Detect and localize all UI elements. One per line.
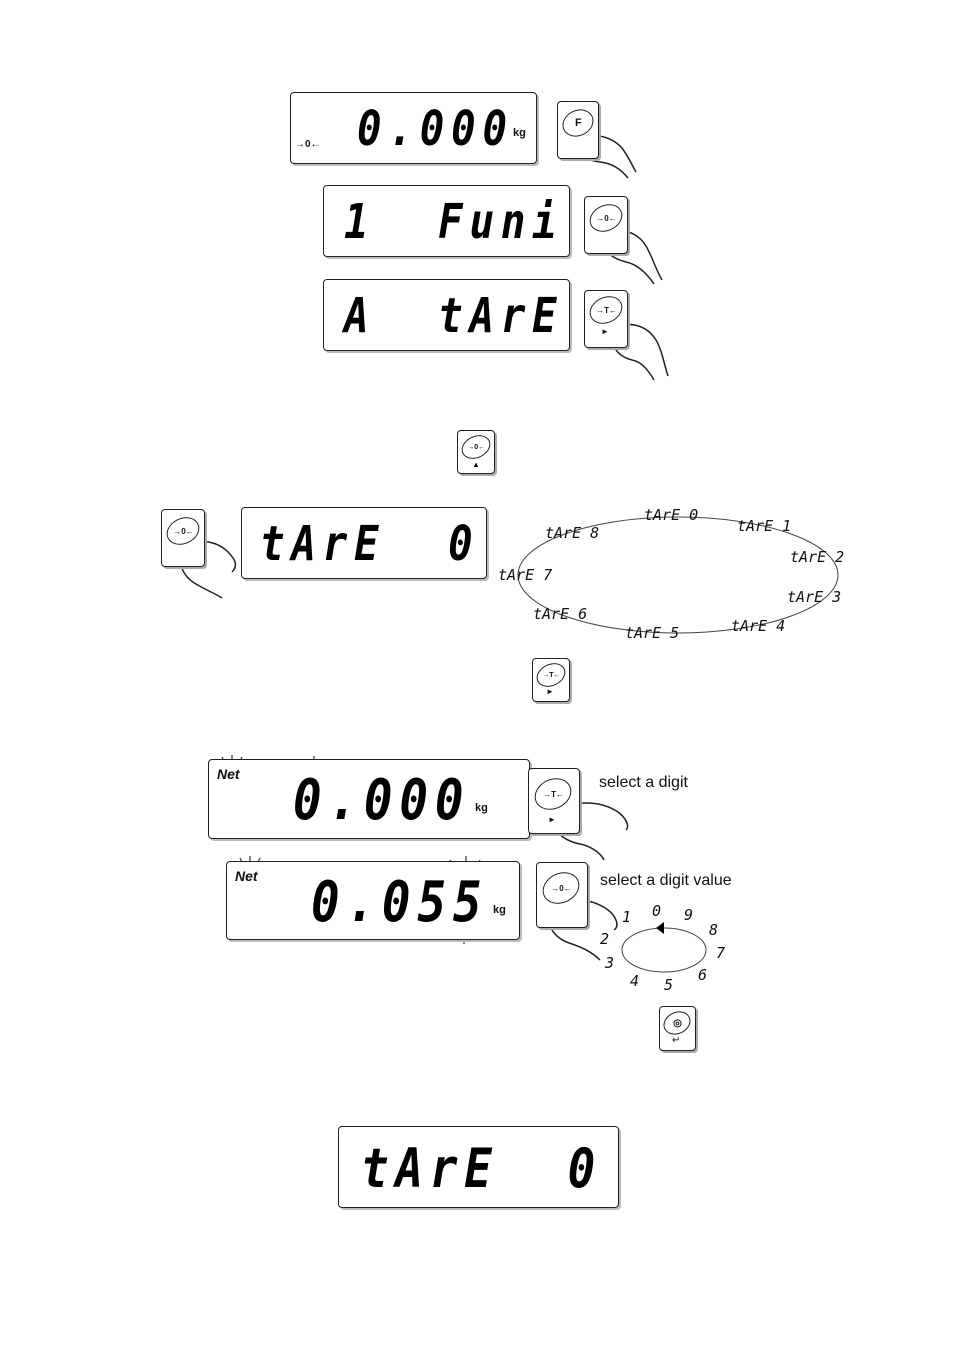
display-value: 0.000: [357, 101, 514, 157]
up-arrow-icon: ▲: [472, 460, 480, 469]
tare-right-key[interactable]: →T← ►: [532, 658, 570, 702]
enter-key-label: ◎: [673, 1018, 682, 1029]
zero-key[interactable]: →0←: [536, 862, 588, 928]
display-step7: Net 0.000 kg: [208, 759, 530, 839]
zero-key-label: →0←: [551, 884, 571, 893]
display-step3: A tArE: [323, 279, 570, 351]
digit-label: 8: [709, 921, 718, 939]
tare-key[interactable]: →T← ►: [584, 290, 628, 348]
ring-label: tArE 1: [737, 517, 791, 535]
display-step5: tArE 0: [241, 507, 487, 579]
digit-label: 1: [622, 908, 631, 926]
tare-key-label: →T←: [542, 672, 560, 679]
right-arrow-icon: ►: [546, 687, 554, 696]
ring-label: tArE 0: [644, 506, 698, 524]
digit-label: 5: [664, 976, 673, 994]
digit-label: 9: [684, 906, 693, 924]
zero-key-label: →0←: [173, 527, 193, 536]
unit-label: kg: [513, 127, 526, 139]
select-digit-value-caption: select a digit value: [600, 872, 732, 890]
cycle-arrow-icon: [656, 922, 664, 934]
display-text: A tArE: [344, 288, 564, 344]
ring-label: tArE 5: [625, 624, 679, 642]
enter-arrow-icon: ↵: [672, 1035, 680, 1046]
tare-key-label: →T←: [596, 306, 617, 315]
select-digit-caption: select a digit: [599, 774, 688, 792]
display-step1: →0← 0.000 kg: [290, 92, 537, 164]
digit-label: 7: [716, 944, 725, 962]
display-text: tArE 0: [361, 1137, 602, 1200]
net-label: Net: [217, 766, 240, 782]
cycle-arrow-icon: [622, 928, 706, 972]
unit-label: kg: [475, 802, 488, 814]
zero-key[interactable]: →0←: [584, 196, 628, 254]
f-key-label: F: [575, 117, 582, 129]
unit-label: kg: [493, 904, 506, 916]
display-step2: 1 Funi: [323, 185, 570, 257]
ring-label: tArE 4: [731, 617, 785, 635]
zero-key-label: →0←: [596, 214, 616, 223]
display-step8: Net 0.055 kg: [226, 861, 520, 940]
ring-label: tArE 2: [790, 548, 844, 566]
digit-label: 4: [630, 972, 639, 990]
digit-label: 3: [605, 954, 614, 972]
digit-label: 0: [652, 902, 661, 920]
ring-label: tArE 7: [498, 566, 552, 584]
tare-key[interactable]: →T← ►: [528, 768, 580, 834]
ring-label: tArE 6: [533, 605, 587, 623]
ring-label: tArE 3: [787, 588, 841, 606]
zero-key-label: →0←: [467, 444, 485, 451]
display-value: 0.000: [293, 768, 470, 833]
f-key[interactable]: F: [557, 101, 599, 159]
right-arrow-icon: ►: [601, 327, 609, 336]
digit-label: 6: [698, 966, 707, 984]
zero-up-key[interactable]: →0← ▲: [457, 430, 495, 474]
zero-key[interactable]: →0←: [161, 509, 205, 567]
tare-key-label: →T←: [543, 790, 564, 799]
display-text: tArE 0: [260, 516, 480, 572]
enter-key[interactable]: ◎ ↵: [659, 1006, 696, 1051]
display-text: 1 Funi: [344, 194, 564, 250]
display-result: tArE 0: [338, 1126, 619, 1208]
digit-label: 2: [600, 930, 609, 948]
display-value: 0.055: [311, 870, 488, 935]
zero-indicator: →0←: [295, 139, 321, 150]
ring-label: tArE 8: [545, 524, 599, 542]
net-label: Net: [235, 868, 258, 884]
right-arrow-icon: ►: [548, 815, 556, 824]
